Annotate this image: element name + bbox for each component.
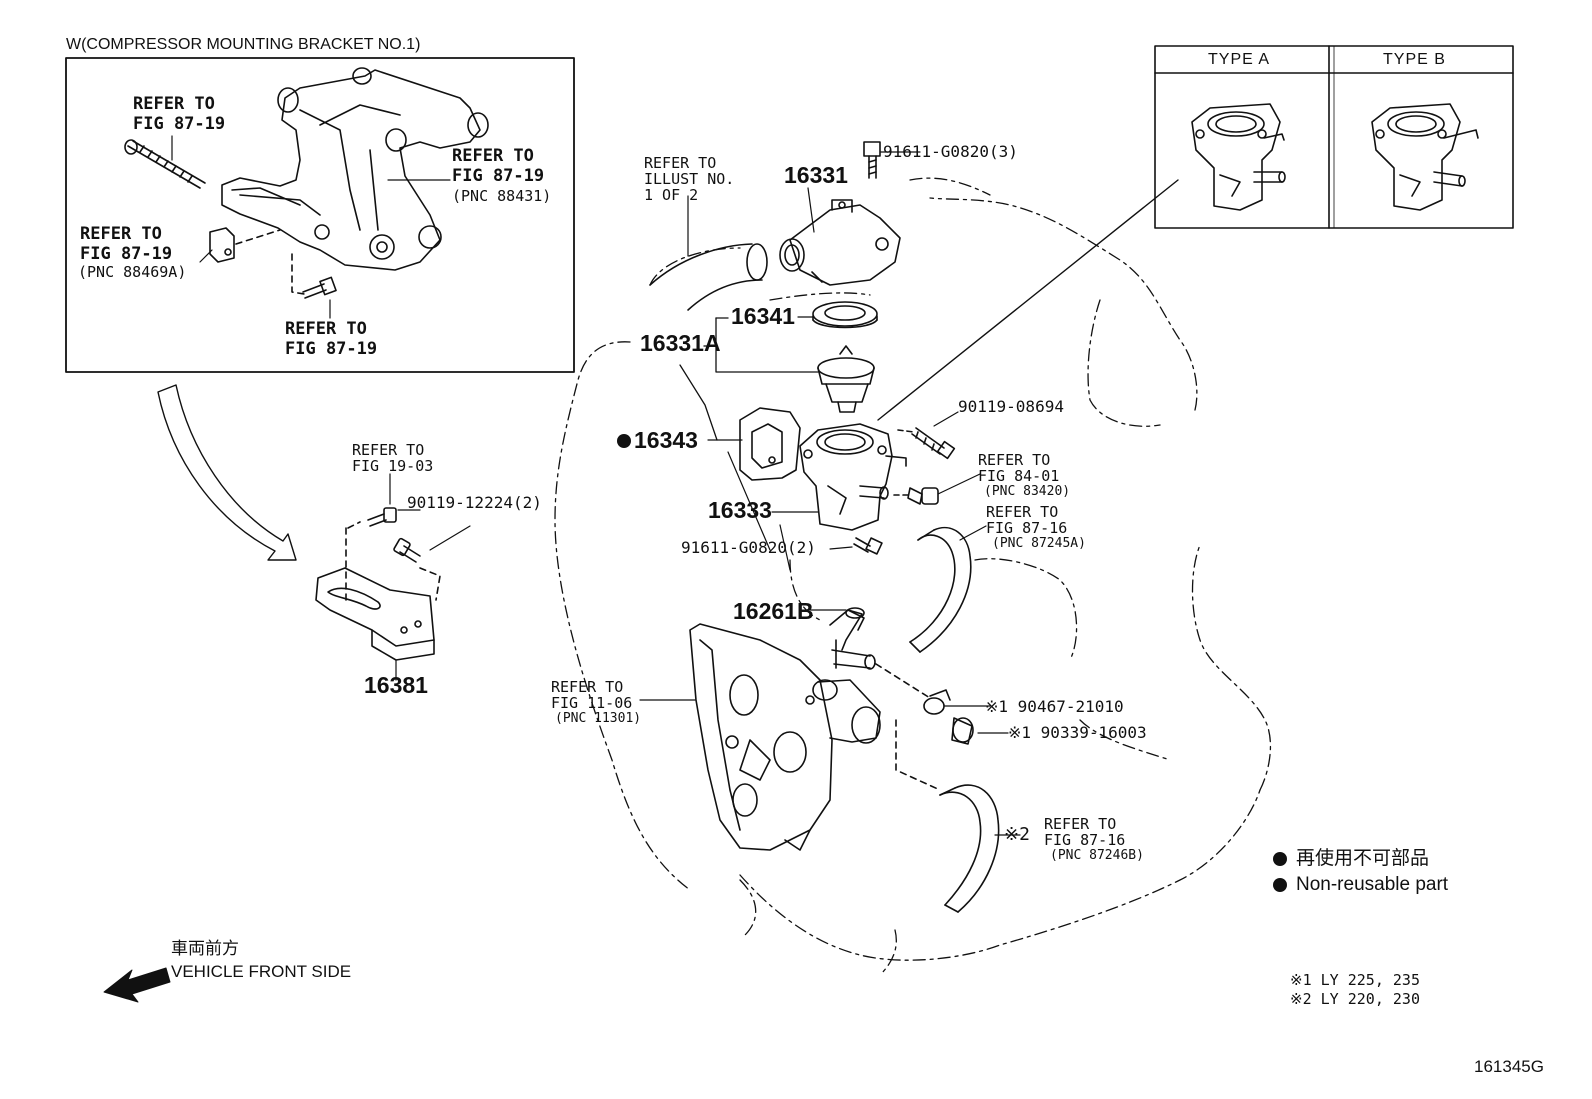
non-reusable-dot-icon (617, 434, 631, 448)
legend-non-reusable: Non-reusable part (1296, 874, 1449, 895)
note-1: ※1 LY 225, 235 (1290, 971, 1420, 989)
part-16333: 16333 (708, 497, 772, 523)
front-label: VEHICLE FRONT SIDE (171, 962, 352, 981)
part-16331: 16331 (784, 162, 848, 188)
upper-hose-drawing (649, 195, 768, 311)
hose-87245A-drawing (909, 525, 987, 653)
refer-spacer-pnc: (PNC 88469A) (78, 263, 187, 281)
refer-fig-87-16a: REFER TO FIG 87-16 (986, 503, 1068, 537)
figure-id: 161345G (1474, 1057, 1544, 1076)
compressor-bracket-drawing (124, 67, 489, 319)
note-mark-2: ※2 (1004, 824, 1030, 845)
type-b-header: TYPE B (1383, 51, 1446, 68)
legend-dot-icon-2 (1273, 878, 1287, 892)
bolt-91611-3-drawing (863, 141, 921, 179)
bolt-91611-2-drawing (829, 537, 883, 555)
refer-bracket-label: REFER TO FIG 87-19 (452, 146, 545, 186)
refer-fig-87-16b-pnc: (PNC 87246B) (1050, 848, 1144, 863)
refer-fig-11-06-pnc: (PNC 11301) (555, 711, 642, 726)
hose-87246B-drawing (939, 784, 1021, 913)
refer-fig-19-03: REFER TO FIG 19-03 (352, 441, 434, 475)
refer-fig-84-01-pnc: (PNC 83420) (984, 484, 1071, 499)
part-16341: 16341 (731, 303, 795, 329)
bolt-90119-08694-drawing (897, 411, 959, 460)
refer-fig-84-01: REFER TO FIG 84-01 (978, 451, 1060, 485)
refer-spacer-label: REFER TO FIG 87-19 (80, 224, 173, 264)
part-90339-16003: ※1 90339-16003 (1008, 723, 1147, 742)
legend-japanese: 再使用不可部品 (1296, 848, 1430, 869)
timing-cover-drawing (639, 623, 941, 851)
bracket-16381-drawing (315, 567, 435, 681)
refer-bracket-pnc: (PNC 88431) (452, 187, 552, 205)
gasket-ring-drawing (797, 301, 878, 329)
refer-illust-label: REFER TO ILLUST NO. 1 OF 2 (644, 154, 735, 204)
refer-bolt-label: REFER TO FIG 87-19 (133, 94, 226, 134)
engine-outline (554, 177, 1272, 976)
hose-clamp-drawing (923, 689, 991, 715)
note-2: ※2 LY 220, 230 (1290, 990, 1420, 1008)
refer-fig-87-16a-pnc: (PNC 87245A) (992, 536, 1086, 551)
refer-fig-87-16b: REFER TO FIG 87-16 (1044, 815, 1126, 849)
part-16343: 16343 (634, 427, 698, 453)
type-table (1154, 45, 1514, 229)
bracket-16331A (679, 317, 819, 441)
water-pipe-16261B-drawing (807, 607, 931, 699)
front-japanese: 車両前方 (171, 939, 239, 958)
legend-dot-icon-1 (1273, 852, 1287, 866)
part-91611-2: 91611-G0820(2) (681, 538, 816, 557)
part-90119-08694: 90119-08694 (958, 397, 1064, 416)
part-90467-21010: ※1 90467-21010 (985, 697, 1124, 716)
part-91611-3: 91611-G0820(3) (883, 142, 1018, 161)
refer-small-bolt-label: REFER TO FIG 87-19 (285, 319, 378, 359)
bolts-90119-12224-drawing (345, 473, 471, 601)
part-16261B: 16261B (733, 598, 814, 624)
type-pointer-line (877, 179, 1179, 421)
inset-frame (65, 57, 575, 373)
housing-gasket-drawing (707, 407, 801, 481)
curved-arrow-icon (157, 384, 297, 561)
thermostat-drawing (817, 345, 875, 413)
sensor-drawing (893, 473, 981, 505)
thermostat-housing-drawing (727, 423, 907, 571)
water-outlet-drawing (779, 187, 901, 286)
type-a-header: TYPE A (1208, 51, 1271, 68)
refer-fig-11-06: REFER TO FIG 11-06 (551, 678, 633, 712)
part-16381: 16381 (364, 672, 428, 698)
inset-title: W(COMPRESSOR MOUNTING BRACKET NO.1) (66, 36, 421, 53)
hose-cap-drawing (951, 717, 1009, 745)
part-16331A: 16331A (640, 330, 721, 356)
front-arrow-icon (103, 967, 171, 1003)
part-90119-12224: 90119-12224(2) (407, 493, 542, 512)
